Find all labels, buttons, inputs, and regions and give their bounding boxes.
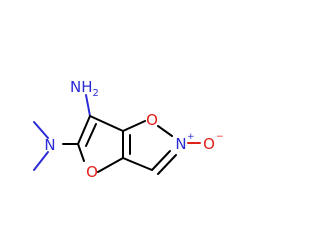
bond-o1-n2 [157, 125, 173, 137]
bond-o4-c3a [97, 157, 124, 173]
atom-labels: NH2 N O O N + O − [44, 78, 223, 181]
o-oxide-charge: − [216, 132, 224, 142]
nh2-subscript: 2 [93, 88, 99, 99]
bond-c3a-c3 [122, 157, 153, 171]
bond-c5-o4 [77, 143, 85, 162]
bond-c6-c5-double [85, 123, 97, 147]
atom-o-oxide-label: O [203, 135, 215, 153]
bond-c6a-o1 [122, 120, 146, 132]
bond-c6-c5 [77, 115, 91, 145]
bonds [33, 94, 201, 175]
atom-n-oxide-label: N [175, 135, 186, 153]
bond-namine-methyl-up [33, 121, 49, 139]
atom-o-furan-label: O [86, 163, 98, 181]
molecule-structure: NH2 N O O N + O − [33, 78, 224, 181]
atom-n-amine-label: N [44, 136, 55, 154]
bond-c3-n2-double [157, 154, 177, 175]
atom-o-ring-label: O [146, 111, 158, 129]
bond-namine-methyl-down [33, 151, 49, 171]
bond-c6-c6a [89, 115, 124, 132]
bond-nh2-c6 [85, 94, 91, 117]
bond-c3-n2 [151, 150, 171, 171]
n-oxide-charge: + [187, 132, 195, 142]
atom-nh2-label: NH2 [70, 78, 99, 99]
